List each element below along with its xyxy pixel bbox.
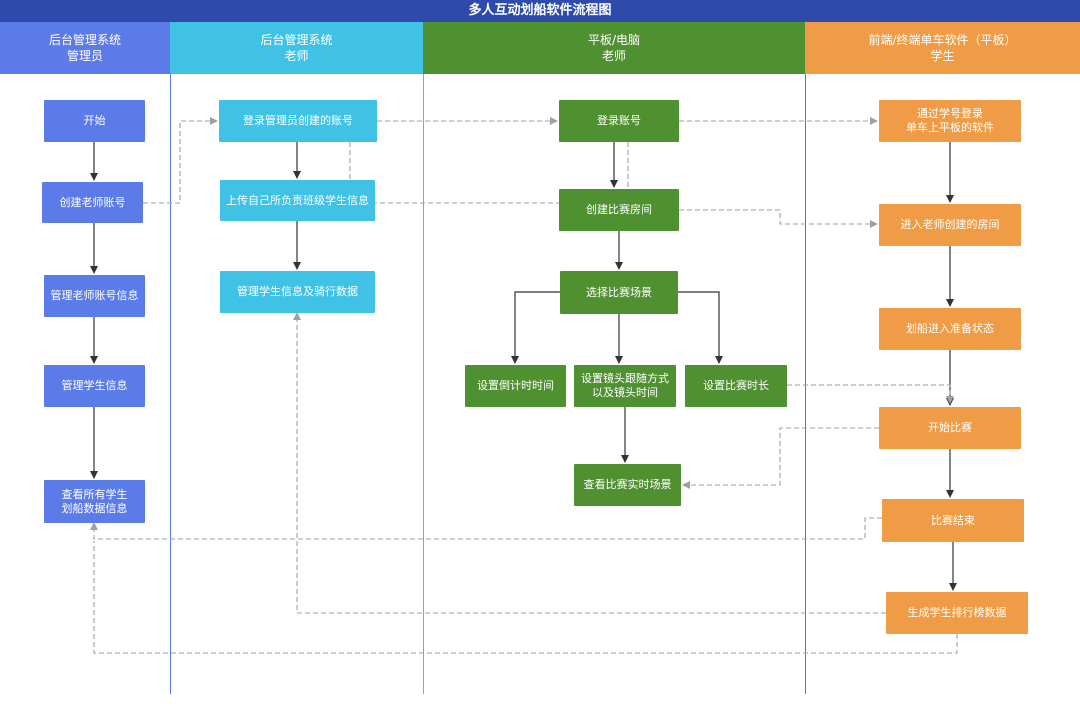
- node-manage-teacher-account[interactable]: 管理老师账号信息: [44, 275, 145, 317]
- dashed-link: [293, 312, 886, 614]
- node-label: 开始: [83, 114, 106, 127]
- node-view-all-student-data[interactable]: 查看所有学生 划船数据信息: [44, 480, 145, 523]
- dashed-link: [787, 384, 954, 404]
- node-login[interactable]: 登录账号: [559, 100, 679, 142]
- lane-divider: [805, 74, 806, 694]
- node-label: 通过学号登录: [917, 107, 983, 120]
- lane-header-line1: 后台管理系统: [48, 33, 121, 47]
- lane-header-admin: 后台管理系统 管理员: [0, 22, 170, 74]
- lane-header-line1: 平板/电脑: [587, 33, 641, 47]
- node-race-end[interactable]: 比赛结束: [882, 499, 1024, 542]
- node-generate-ranking[interactable]: 生成学生排行榜数据: [886, 592, 1028, 634]
- node-label: 管理老师账号信息: [50, 289, 139, 302]
- node-manage-student-info[interactable]: 管理学生信息: [44, 365, 145, 407]
- lane-header-teacher-tablet: 平板/电脑 老师: [423, 22, 805, 74]
- node-login-admin-account[interactable]: 登录管理员创建的账号: [219, 100, 377, 142]
- lane-header-line1: 前端/终端单车软件（平板）: [868, 33, 1017, 47]
- node-label: 开始比赛: [928, 421, 972, 434]
- flow-arrow: [511, 291, 560, 364]
- lane-header-student: 前端/终端单车软件（平板） 学生: [805, 22, 1080, 74]
- node-student-login[interactable]: 通过学号登录 单车上平板的软件: [879, 100, 1021, 142]
- node-view-live-scene[interactable]: 查看比赛实时场景: [574, 464, 681, 506]
- node-label: 创建老师账号: [59, 195, 126, 209]
- node-set-duration[interactable]: 设置比赛时长: [685, 365, 787, 407]
- node-label: 进入老师创建的房间: [900, 218, 1000, 231]
- node-label: 以及镜头时间: [592, 386, 658, 399]
- node-begin-race[interactable]: 开始比赛: [879, 407, 1021, 449]
- node-label: 设置比赛时长: [703, 379, 769, 392]
- lane-header-line2: 老师: [284, 49, 309, 63]
- dashed-link: [90, 517, 882, 540]
- node-label: 创建比赛房间: [586, 203, 652, 216]
- node-manage-ride-data[interactable]: 管理学生信息及骑行数据: [220, 271, 375, 313]
- node-upload-class-info[interactable]: 上传自己所负责班级学生信息: [220, 180, 375, 221]
- node-label: 登录管理员创建的账号: [243, 114, 353, 127]
- node-label: 管理学生信息及骑行数据: [237, 285, 358, 298]
- dashed-link: [679, 209, 878, 228]
- node-create-room[interactable]: 创建比赛房间: [559, 189, 679, 231]
- lane-header-line2: 学生: [930, 49, 955, 63]
- node-start[interactable]: 开始: [44, 100, 145, 142]
- node-select-scene[interactable]: 选择比赛场景: [560, 271, 678, 314]
- lane-header-line2: 管理员: [66, 49, 103, 63]
- flow-arrow: [678, 291, 723, 364]
- node-label: 比赛结束: [931, 513, 975, 527]
- node-label: 生成学生排行榜数据: [907, 606, 1007, 619]
- lane-header-line1: 后台管理系统: [260, 33, 333, 47]
- node-enter-room[interactable]: 进入老师创建的房间: [879, 204, 1021, 246]
- node-label: 登录账号: [597, 114, 641, 127]
- lane-divider: [170, 74, 171, 694]
- node-label: 划船数据信息: [61, 501, 128, 515]
- lane-header-line2: 老师: [601, 49, 626, 63]
- lane-header-teacher-backend: 后台管理系统 老师: [170, 22, 423, 74]
- diagram-title: 多人互动划船软件流程图: [0, 0, 1080, 22]
- node-label: 划船进入准备状态: [906, 322, 994, 335]
- node-label: 查看比赛实时场景: [583, 478, 672, 491]
- node-label: 设置镜头跟随方式: [581, 372, 669, 385]
- dashed-link: [143, 117, 218, 204]
- lane-divider: [423, 74, 424, 694]
- dashed-link: [93, 541, 958, 654]
- node-ready-state[interactable]: 划船进入准备状态: [879, 308, 1021, 350]
- node-label: 上传自己所负责班级学生信息: [226, 193, 369, 207]
- node-label: 选择比赛场景: [586, 285, 652, 299]
- node-label: 查看所有学生: [61, 487, 128, 501]
- node-create-teacher-account[interactable]: 创建老师账号: [42, 182, 143, 223]
- node-set-camera[interactable]: 设置镜头跟随方式 以及镜头时间: [574, 365, 676, 407]
- dashed-link: [682, 427, 879, 489]
- node-label: 单车上平板的软件: [906, 121, 994, 134]
- node-label: 设置倒计时时间: [477, 379, 554, 392]
- node-label: 管理学生信息: [61, 379, 128, 392]
- node-set-countdown[interactable]: 设置倒计时时间: [465, 365, 566, 407]
